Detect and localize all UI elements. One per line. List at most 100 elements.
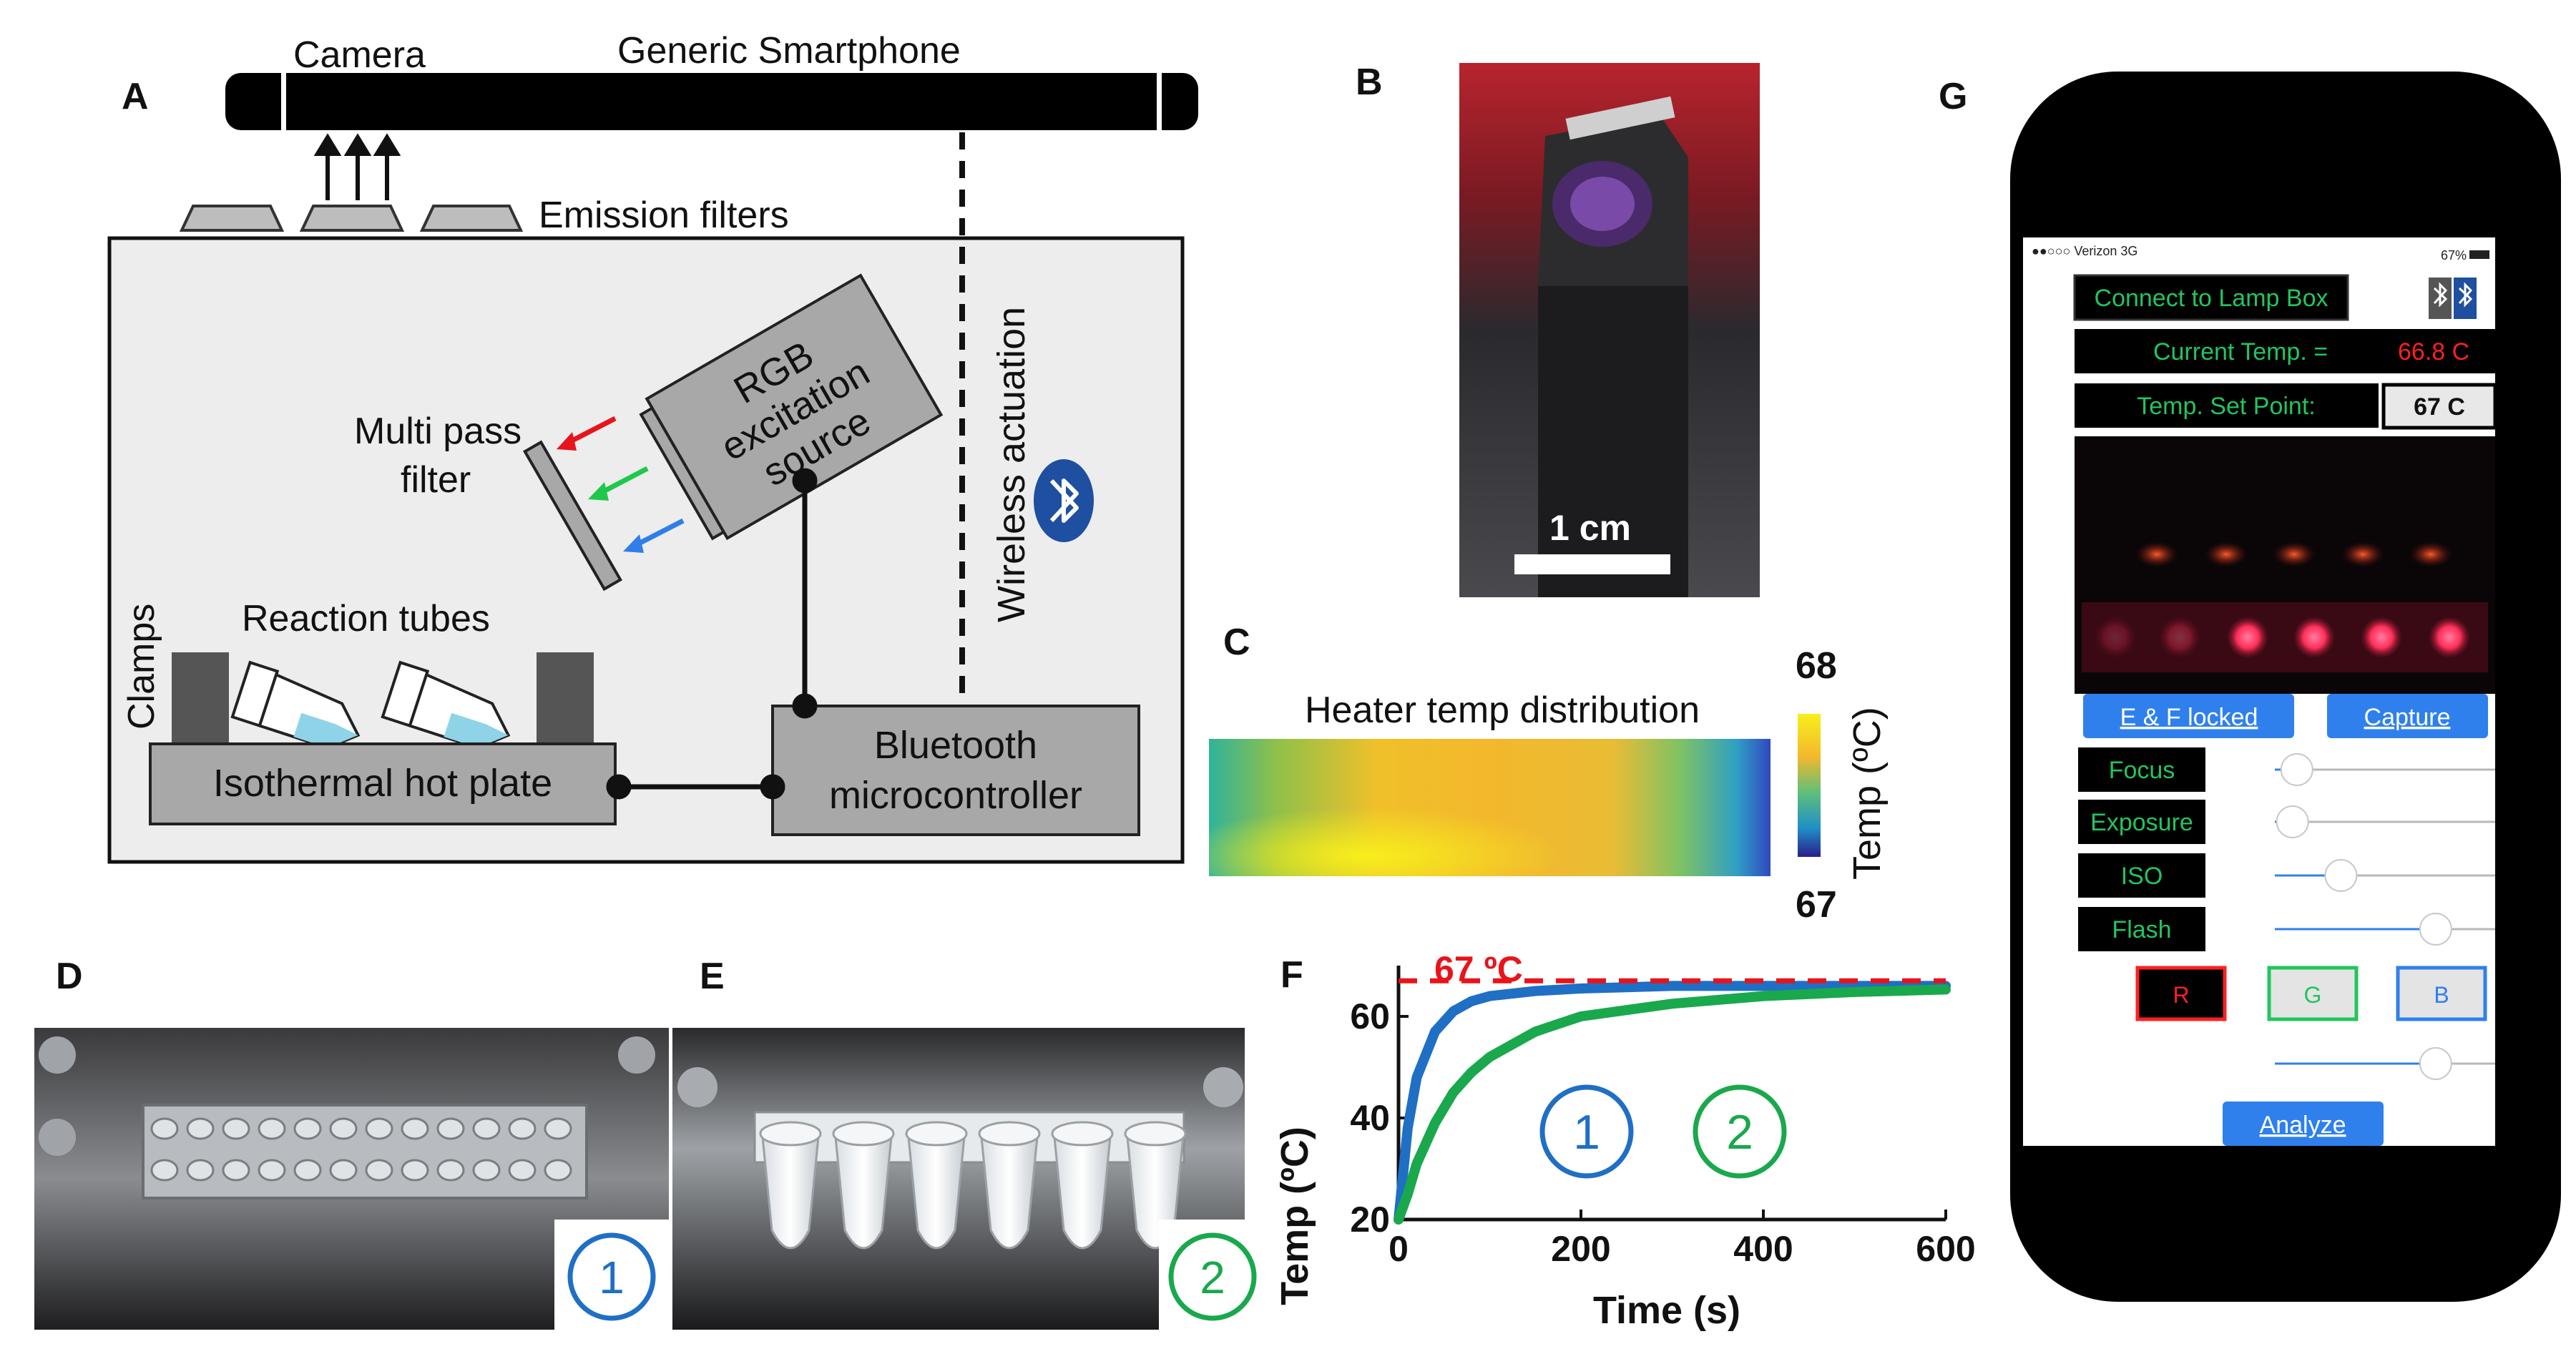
analyze-button[interactable] <box>2223 1102 2384 1146</box>
iso-slider-knob[interactable] <box>2324 859 2358 892</box>
well <box>436 1117 465 1140</box>
camera-label: Camera <box>293 34 426 76</box>
color-slider-knob[interactable] <box>2419 1047 2452 1080</box>
well <box>401 1159 429 1182</box>
preview-well <box>2095 617 2135 657</box>
setpoint-value: 67 C <box>2414 393 2465 421</box>
x-tick-label: 400 <box>1733 1229 1793 1269</box>
panel-b: B 1 cm <box>1356 62 1760 597</box>
r-button[interactable] <box>2135 966 2227 1021</box>
smartphone-label: Generic Smartphone <box>617 30 961 72</box>
badge-e-label: 2 <box>1200 1252 1225 1303</box>
emission-filters-icon <box>179 205 524 232</box>
reaction-tubes-label: Reaction tubes <box>242 598 490 639</box>
well <box>544 1117 572 1140</box>
preview-tube <box>2273 541 2316 567</box>
filter-holder-icon <box>1538 96 1688 597</box>
heatmap-hotspot <box>1209 739 1771 876</box>
emission-filters-label: Emission filters <box>539 195 789 236</box>
wireless-actuation-label: Wireless actuation <box>990 307 1033 622</box>
panel-label-a: A <box>122 76 149 117</box>
smartphone-camera-divider <box>281 73 286 130</box>
capture-label: Capture <box>2364 704 2451 731</box>
pcr-tube <box>979 1129 1039 1250</box>
focus-label: Focus <box>2109 757 2175 784</box>
wires <box>606 468 818 800</box>
exposure-slider-knob[interactable] <box>2276 805 2309 838</box>
b-button[interactable] <box>2396 966 2487 1021</box>
exposure-label: Exposure <box>2090 809 2193 836</box>
well <box>293 1117 322 1140</box>
bt-label-1: Bluetooth <box>874 724 1037 767</box>
exposure-label-box <box>2078 800 2205 844</box>
chart-xlabel: Time (s) <box>1593 1289 1740 1332</box>
well <box>401 1117 429 1140</box>
smartphone-end-divider <box>1157 73 1162 130</box>
well <box>258 1159 286 1182</box>
b-label: B <box>2434 982 2449 1008</box>
well <box>472 1159 501 1182</box>
current-temp-label: Current Temp. = <box>2153 338 2328 366</box>
flat-tube-strip-icon <box>39 1036 655 1200</box>
panel-d: D 1 <box>34 956 669 1330</box>
panel-e: E 2 <box>672 956 1257 1330</box>
connect-button[interactable] <box>2073 274 2349 321</box>
ef-locked-button[interactable] <box>2083 694 2294 738</box>
preview-tube <box>2205 541 2248 567</box>
camera-arrows-icon <box>313 133 401 200</box>
panel-label-f: F <box>1280 954 1303 996</box>
well <box>472 1117 501 1140</box>
panel-c: C Heater temp distribution 68 67 Temp (º… <box>1209 622 1889 926</box>
colorbar-min: 67 <box>1796 884 1837 926</box>
series-line-2 <box>1394 984 1951 1225</box>
bt-microcontroller <box>771 705 1140 836</box>
colorbar <box>1798 714 1821 857</box>
color-slider[interactable] <box>2275 1047 2495 1080</box>
flash-label-box <box>2078 907 2205 951</box>
battery-icon <box>2469 250 2489 259</box>
well <box>544 1159 572 1182</box>
well <box>365 1117 393 1140</box>
focus-slider-knob[interactable] <box>2280 753 2313 786</box>
chart-badge-2-label: 2 <box>1726 1105 1753 1159</box>
colorbar-axis-label: Temp (ºC) <box>1846 707 1889 880</box>
scale-bar-label: 1 cm <box>1549 508 1631 548</box>
current-temp-row <box>2075 329 2495 373</box>
bluetooth-icon <box>1034 459 1094 542</box>
preview-wells-band <box>2082 602 2488 672</box>
iso-label: ISO <box>2121 863 2163 890</box>
panel-label-c: C <box>1223 622 1250 663</box>
series-line-1 <box>1394 981 1951 1225</box>
well <box>365 1159 393 1182</box>
x-tick-label: 200 <box>1551 1229 1610 1269</box>
y-tick-label: 20 <box>1350 1200 1390 1240</box>
bt-label-2: microcontroller <box>829 774 1082 817</box>
well <box>329 1159 358 1182</box>
flash-slider-knob[interactable] <box>2419 913 2452 946</box>
status-carrier: ●●○○○ Verizon 3G <box>2032 244 2137 258</box>
capture-button[interactable] <box>2327 694 2488 738</box>
preview-tubes <box>2135 541 2452 567</box>
pcr-tube <box>906 1129 966 1250</box>
preview-well <box>2294 617 2334 657</box>
chart-badge-1-label: 1 <box>1573 1105 1600 1159</box>
reaction-tube-icon <box>230 660 361 750</box>
ef-locked-label: E & F locked <box>2120 704 2258 731</box>
rgb-excitation-source: RGB excitation source <box>639 273 944 541</box>
panel-label-d: D <box>56 956 83 997</box>
multipass-label-2: filter <box>401 459 471 501</box>
y-tick-label: 60 <box>1350 996 1390 1036</box>
setpoint-input[interactable] <box>2381 383 2497 430</box>
well <box>329 1117 358 1140</box>
panel-label-e: E <box>700 956 725 997</box>
g-button[interactable] <box>2267 966 2359 1021</box>
y-tick-label: 40 <box>1350 1098 1390 1138</box>
preview-wells <box>2095 617 2469 657</box>
excitation-arrows-icon <box>557 416 685 553</box>
badge-d-label: 1 <box>599 1252 625 1303</box>
preview-tube <box>2135 541 2178 567</box>
